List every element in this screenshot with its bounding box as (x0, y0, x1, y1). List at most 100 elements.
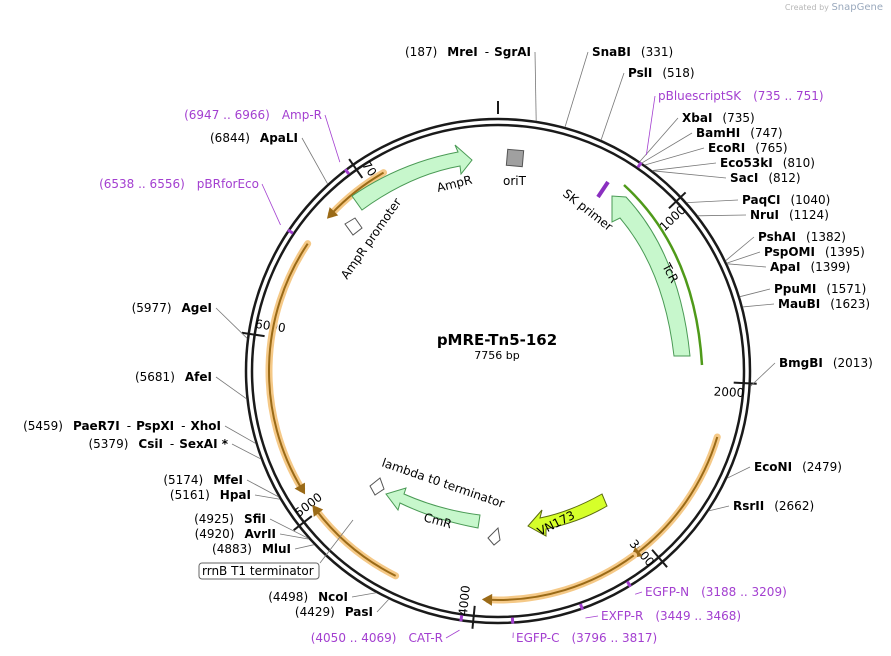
site-leader (279, 533, 309, 540)
site-leader (564, 51, 589, 128)
site-name: NruI (750, 208, 779, 222)
site-leader (246, 479, 279, 498)
site-position: (747) (750, 126, 782, 140)
site-leader (697, 214, 747, 217)
site-position: (1395) (825, 245, 865, 259)
site-position: (187) (405, 45, 437, 59)
orit-label: oriT (503, 174, 527, 188)
site-name: PslI (628, 66, 652, 80)
site-name: PaqCI (742, 193, 780, 207)
site-leader (231, 443, 261, 460)
site-position: (735) (722, 111, 754, 125)
site-label: EcoNI(2479) (754, 460, 842, 474)
branding-prefix: Created by (784, 3, 829, 12)
site-separator: - (127, 419, 131, 433)
site-leader (215, 307, 248, 339)
primer-name: CAT-R (408, 631, 443, 645)
site-position: (1623) (830, 297, 870, 311)
primer-binding-sites: pBluescriptSK(735 .. 751) EGFP-N(3188 .. … (99, 89, 823, 645)
cmr-marker (385, 487, 481, 529)
primer-range: (735 .. 751) (753, 89, 823, 103)
primer-name: pBRforEco (197, 177, 259, 191)
site-name: MauBI (778, 297, 820, 311)
site-label: BmgBI(2013) (779, 356, 873, 370)
site-label: (5161)HpaI (170, 488, 251, 502)
site-label: (4498)NcoI (268, 590, 348, 604)
primer-range: (3449 .. 3468) (655, 609, 741, 623)
site-label: PshAI(1382) (758, 230, 846, 244)
ampr-label: AmpR (435, 173, 473, 195)
site-label: SnaBI(331) (592, 45, 673, 59)
site-name-2: SgrAI (494, 45, 531, 59)
primer-label: EGFP-C (3796 .. 3817) (516, 631, 657, 645)
tick-mark (651, 549, 668, 568)
primer-mark (579, 603, 584, 610)
backbone-outer (244, 117, 752, 625)
plasmid-name: pMRE-Tn5-162 (437, 331, 557, 349)
site-leader (708, 505, 730, 512)
site-position: (6844) (210, 131, 250, 145)
site-label: (5379)CsiI-SexAI * (88, 437, 228, 451)
primer-range: (6538 .. 6556) (99, 177, 185, 191)
sk-primer-arrow (596, 180, 610, 199)
site-leader (652, 162, 717, 171)
site-leader (534, 51, 537, 121)
primer-leader (324, 114, 341, 163)
primer-label: EGFP-N(3188 .. 3209) (645, 585, 787, 599)
site-name: AvrII (244, 527, 276, 541)
site-leader (750, 362, 776, 387)
site-position: (331) (641, 45, 673, 59)
site-leader (351, 592, 377, 598)
site-separator: - (181, 419, 185, 433)
rrnb-t1-leader (319, 519, 354, 564)
site-label: PslI(518) (628, 66, 695, 80)
primer-mark (626, 580, 632, 588)
orf-arrow-bottom-left-head (312, 505, 324, 517)
tick-mark (241, 331, 265, 338)
site-name: PasI (345, 605, 373, 619)
site-position: (1124) (789, 208, 829, 222)
site-label: EcoRI(765) (708, 141, 788, 155)
site-separator: - (170, 437, 174, 451)
plasmid-length: 7756 bp (474, 349, 519, 362)
site-label: SacI(812) (730, 171, 801, 185)
site-leader (301, 137, 328, 185)
snapgene-branding: Created by SnapGene (785, 2, 883, 13)
site-label: PpuMI(1571) (774, 282, 866, 296)
site-leader (254, 494, 280, 500)
site-name: AgeI (182, 301, 212, 315)
site-label: PspOMI(1395) (764, 245, 865, 259)
site-label: ApaI(1399) (770, 260, 850, 274)
primer-range: (3796 .. 3817) (571, 631, 657, 645)
site-name: ApaLI (260, 131, 298, 145)
site-leader (639, 117, 679, 162)
tcr-marker (611, 195, 691, 357)
site-position: (5161) (170, 488, 210, 502)
tick-mark (668, 191, 687, 210)
site-name-3: XhoI (190, 419, 221, 433)
orf-arrow-bottom-left (315, 509, 397, 577)
site-position: (5459) (23, 419, 63, 433)
cmr-promoter-arrow (487, 526, 501, 546)
branding-name: SnapGene (831, 2, 883, 13)
primer-leader (261, 183, 281, 226)
site-leader (600, 72, 625, 141)
site-name: MreI (447, 45, 477, 59)
tick-mark (348, 158, 364, 179)
site-name: RsrII (733, 499, 764, 513)
site-name: AfeI (185, 370, 212, 384)
primer-label: pBluescriptSK(735 .. 751) (658, 89, 824, 103)
primer-leader (585, 615, 599, 619)
orf-arrows (265, 169, 721, 606)
site-name: BamHI (696, 126, 740, 140)
site-position: (1040) (790, 193, 830, 207)
site-leader (294, 544, 315, 550)
primer-name: EGFP-C (516, 631, 559, 645)
site-name: PaeR7I (73, 419, 120, 433)
site-name: MfeI (213, 473, 243, 487)
site-position: (812) (768, 171, 800, 185)
site-position: (4925) (194, 512, 234, 526)
orit-feature (505, 148, 525, 168)
rrnb-t1-label: rrnB T1 terminator (202, 564, 314, 578)
